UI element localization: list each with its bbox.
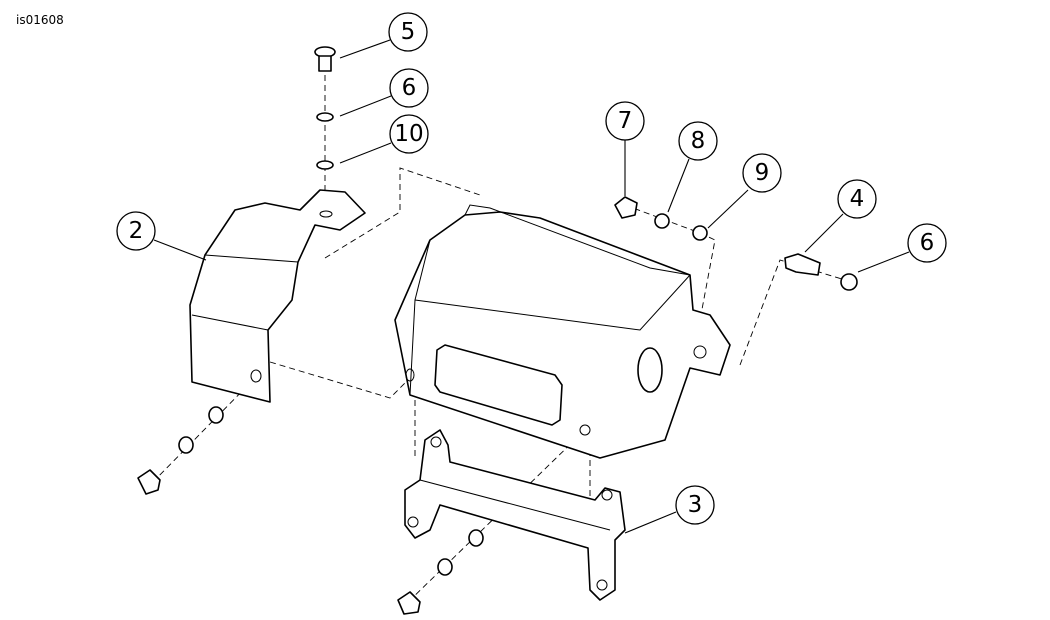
- washer-left-1: [178, 436, 194, 454]
- callout-7-label: 7: [618, 108, 633, 134]
- callout-5: 5: [388, 12, 428, 52]
- washer-8: [654, 213, 670, 229]
- washer-left-2: [208, 406, 224, 424]
- callout-6-label: 6: [402, 75, 417, 101]
- callout-3: 3: [675, 485, 715, 525]
- callout-5-label: 5: [401, 19, 416, 45]
- callout-3-label: 3: [688, 492, 703, 518]
- callout-2-label: 2: [129, 218, 144, 244]
- callout-10-label: 10: [394, 121, 423, 147]
- callout-2: 2: [116, 211, 156, 251]
- main-housing: [394, 204, 731, 459]
- callout-9: 9: [742, 153, 782, 193]
- callout-6: 6: [389, 68, 429, 108]
- callout-4: 4: [837, 179, 877, 219]
- figure-id-label: is01608: [16, 13, 64, 27]
- callout-8: 8: [678, 121, 718, 161]
- bolt-left: [137, 469, 161, 495]
- washer-9: [692, 225, 708, 241]
- callout-8-label: 8: [691, 128, 706, 154]
- callout-6b-label: 6: [920, 230, 935, 256]
- screw-5: [314, 46, 336, 72]
- washer-10: [316, 160, 334, 170]
- washer-6b: [840, 273, 858, 291]
- fasteners: [137, 46, 858, 615]
- washer-bottom-1: [437, 558, 453, 576]
- cap-7: [614, 196, 638, 219]
- sensor-4: [784, 253, 821, 276]
- callout-10: 10: [389, 114, 429, 154]
- callout-6b: 6: [907, 223, 947, 263]
- washer-6: [316, 112, 334, 122]
- part-3-bracket: [404, 429, 626, 601]
- leader-lines: [153, 39, 910, 534]
- callout-9-label: 9: [755, 160, 770, 186]
- bolt-bottom: [397, 591, 421, 615]
- callout-4-label: 4: [850, 186, 865, 212]
- part-2-cover: [189, 189, 366, 403]
- washer-bottom-2: [468, 529, 484, 547]
- callout-7: 7: [605, 101, 645, 141]
